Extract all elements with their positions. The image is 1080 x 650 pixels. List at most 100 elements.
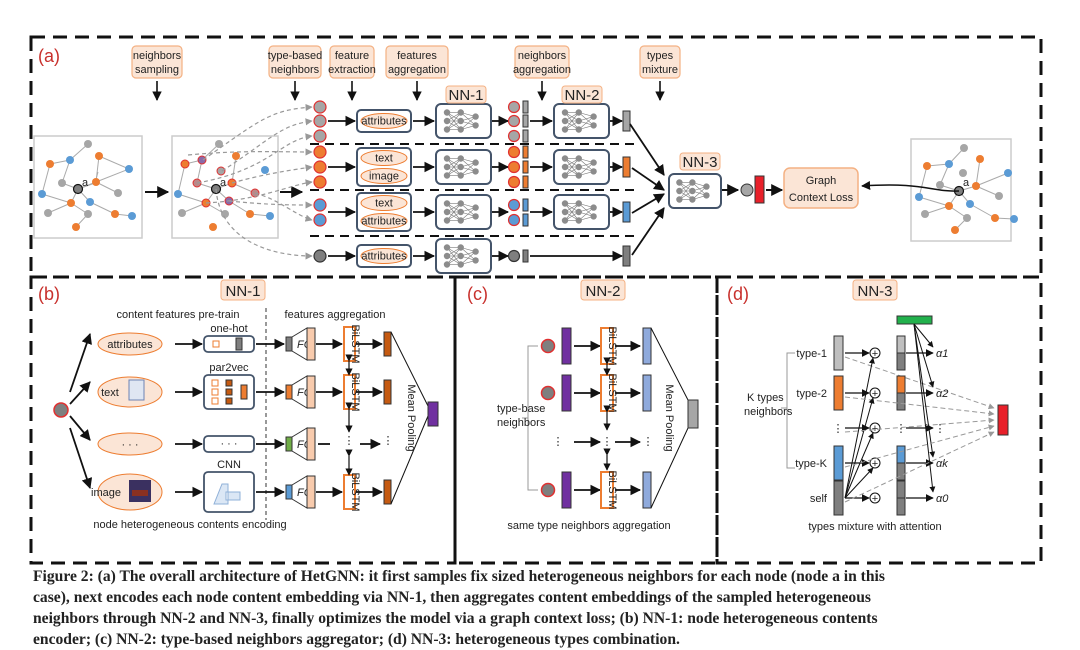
svg-text:⋮: ⋮ xyxy=(553,436,564,448)
encoder-label: par2vec xyxy=(209,362,249,374)
svg-text:⋮: ⋮ xyxy=(643,436,654,448)
svg-text:text: text xyxy=(375,153,393,165)
neuron xyxy=(676,196,683,203)
svg-text:extraction: extraction xyxy=(328,64,376,76)
neuron xyxy=(472,213,479,220)
neuron xyxy=(457,126,464,133)
neuron xyxy=(561,200,569,207)
type-embedding xyxy=(622,245,631,267)
neuron xyxy=(457,109,464,116)
neuron xyxy=(676,179,683,186)
input-graph: a xyxy=(33,135,143,239)
caption-line: case), next encodes each node content em… xyxy=(33,589,871,606)
output-embedding xyxy=(754,175,765,204)
k-types-label: K types xyxy=(747,392,784,404)
neighbor-node xyxy=(313,198,327,212)
type-embedding xyxy=(622,201,631,223)
neuron xyxy=(457,200,464,207)
neuron xyxy=(590,213,597,220)
svg-text:attributes: attributes xyxy=(361,251,407,263)
neuron xyxy=(590,168,597,175)
panel-b-footer: node heterogeneous contents encoding xyxy=(93,519,286,531)
node-a-label: a xyxy=(82,177,89,189)
attention-weight: α0 xyxy=(936,493,949,505)
neuron xyxy=(457,244,464,251)
node-a-label: a xyxy=(220,177,227,189)
svg-text:features: features xyxy=(397,50,437,62)
neuron xyxy=(676,187,683,195)
neighbor-row: BiLSTM xyxy=(540,470,652,510)
neuron xyxy=(590,113,597,120)
svg-text:image: image xyxy=(369,171,399,183)
svg-text:NN-2: NN-2 xyxy=(585,283,620,300)
feature-vector xyxy=(285,336,293,352)
nn3-title: NN-3 xyxy=(852,279,898,301)
type-rows: attributes text image text attributes attribu… xyxy=(313,100,631,274)
hidden-state xyxy=(383,379,392,405)
type-embedding xyxy=(687,399,699,429)
panel-b-label: (b) xyxy=(38,284,60,304)
neuron xyxy=(575,109,582,116)
svg-text:· · ·: · · · xyxy=(220,438,237,450)
neuron xyxy=(575,126,582,133)
nn1-tag: NN-1 xyxy=(445,85,487,104)
hidden-state xyxy=(642,327,652,365)
mixture-arrows xyxy=(629,123,665,256)
panel-d-label: (d) xyxy=(727,284,749,304)
svg-text:· · ·: · · · xyxy=(121,439,138,451)
neuron xyxy=(703,183,710,190)
neuron xyxy=(689,179,696,186)
neuron xyxy=(443,163,451,171)
panel-frames xyxy=(29,35,1043,565)
caption-line: Figure 2: (a) The overall architecture o… xyxy=(33,568,885,585)
hidden-state xyxy=(642,471,652,509)
neuron xyxy=(443,252,451,260)
attention-weight: α2 xyxy=(936,388,948,400)
feature-vector xyxy=(285,436,293,452)
nn3-tag: NN-3 xyxy=(679,152,721,171)
svg-text:NN-2: NN-2 xyxy=(564,87,599,104)
section-aggregation: features aggregation xyxy=(285,309,386,321)
svg-text:+: + xyxy=(872,458,878,470)
type-row: self+α0 xyxy=(810,323,995,516)
neuron xyxy=(575,217,582,224)
svg-text:aggregation: aggregation xyxy=(513,64,571,76)
neuron xyxy=(561,155,569,162)
encoder-label: CNN xyxy=(217,459,241,471)
caption-line: encoder; (c) NN-2: type-based neighbors … xyxy=(33,631,680,648)
neighbor-node xyxy=(313,114,327,128)
type-row: attributes xyxy=(313,238,631,274)
svg-text:text: text xyxy=(375,198,393,210)
svg-text:BiLSTM: BiLSTM xyxy=(606,470,618,509)
neuron xyxy=(443,155,451,162)
output-node xyxy=(740,183,754,197)
svg-text:a: a xyxy=(963,177,970,189)
feature-vector xyxy=(285,484,293,500)
svg-text:attributes: attributes xyxy=(361,116,407,128)
section-pretrain: content features pre-train xyxy=(117,309,240,321)
svg-text:⋮: ⋮ xyxy=(833,423,844,435)
content-embedding xyxy=(561,327,572,365)
svg-text:NN-3: NN-3 xyxy=(682,154,717,171)
center-node xyxy=(53,402,69,418)
neuron xyxy=(457,163,464,171)
neuron xyxy=(472,122,479,129)
neuron xyxy=(443,217,451,224)
type-row: attributes xyxy=(313,100,631,143)
figure-caption: Figure 2: (a) The overall architecture o… xyxy=(33,566,1053,650)
nn2-tag: NN-2 xyxy=(561,85,603,104)
neuron xyxy=(590,159,597,166)
neuron xyxy=(443,109,451,116)
graph-context-loss-box: Graph Context Loss xyxy=(783,167,859,209)
svg-text:neighbors: neighbors xyxy=(133,50,182,62)
nn1-title: NN-1 xyxy=(220,279,266,301)
neuron xyxy=(457,261,464,268)
neuron xyxy=(561,126,569,133)
svg-text:attributes: attributes xyxy=(361,216,407,228)
svg-text:⋮: ⋮ xyxy=(383,435,394,447)
content-row: · · ·· · ·FC⋮⋮ xyxy=(69,415,394,461)
neuron xyxy=(443,208,451,216)
neuron xyxy=(561,163,569,171)
